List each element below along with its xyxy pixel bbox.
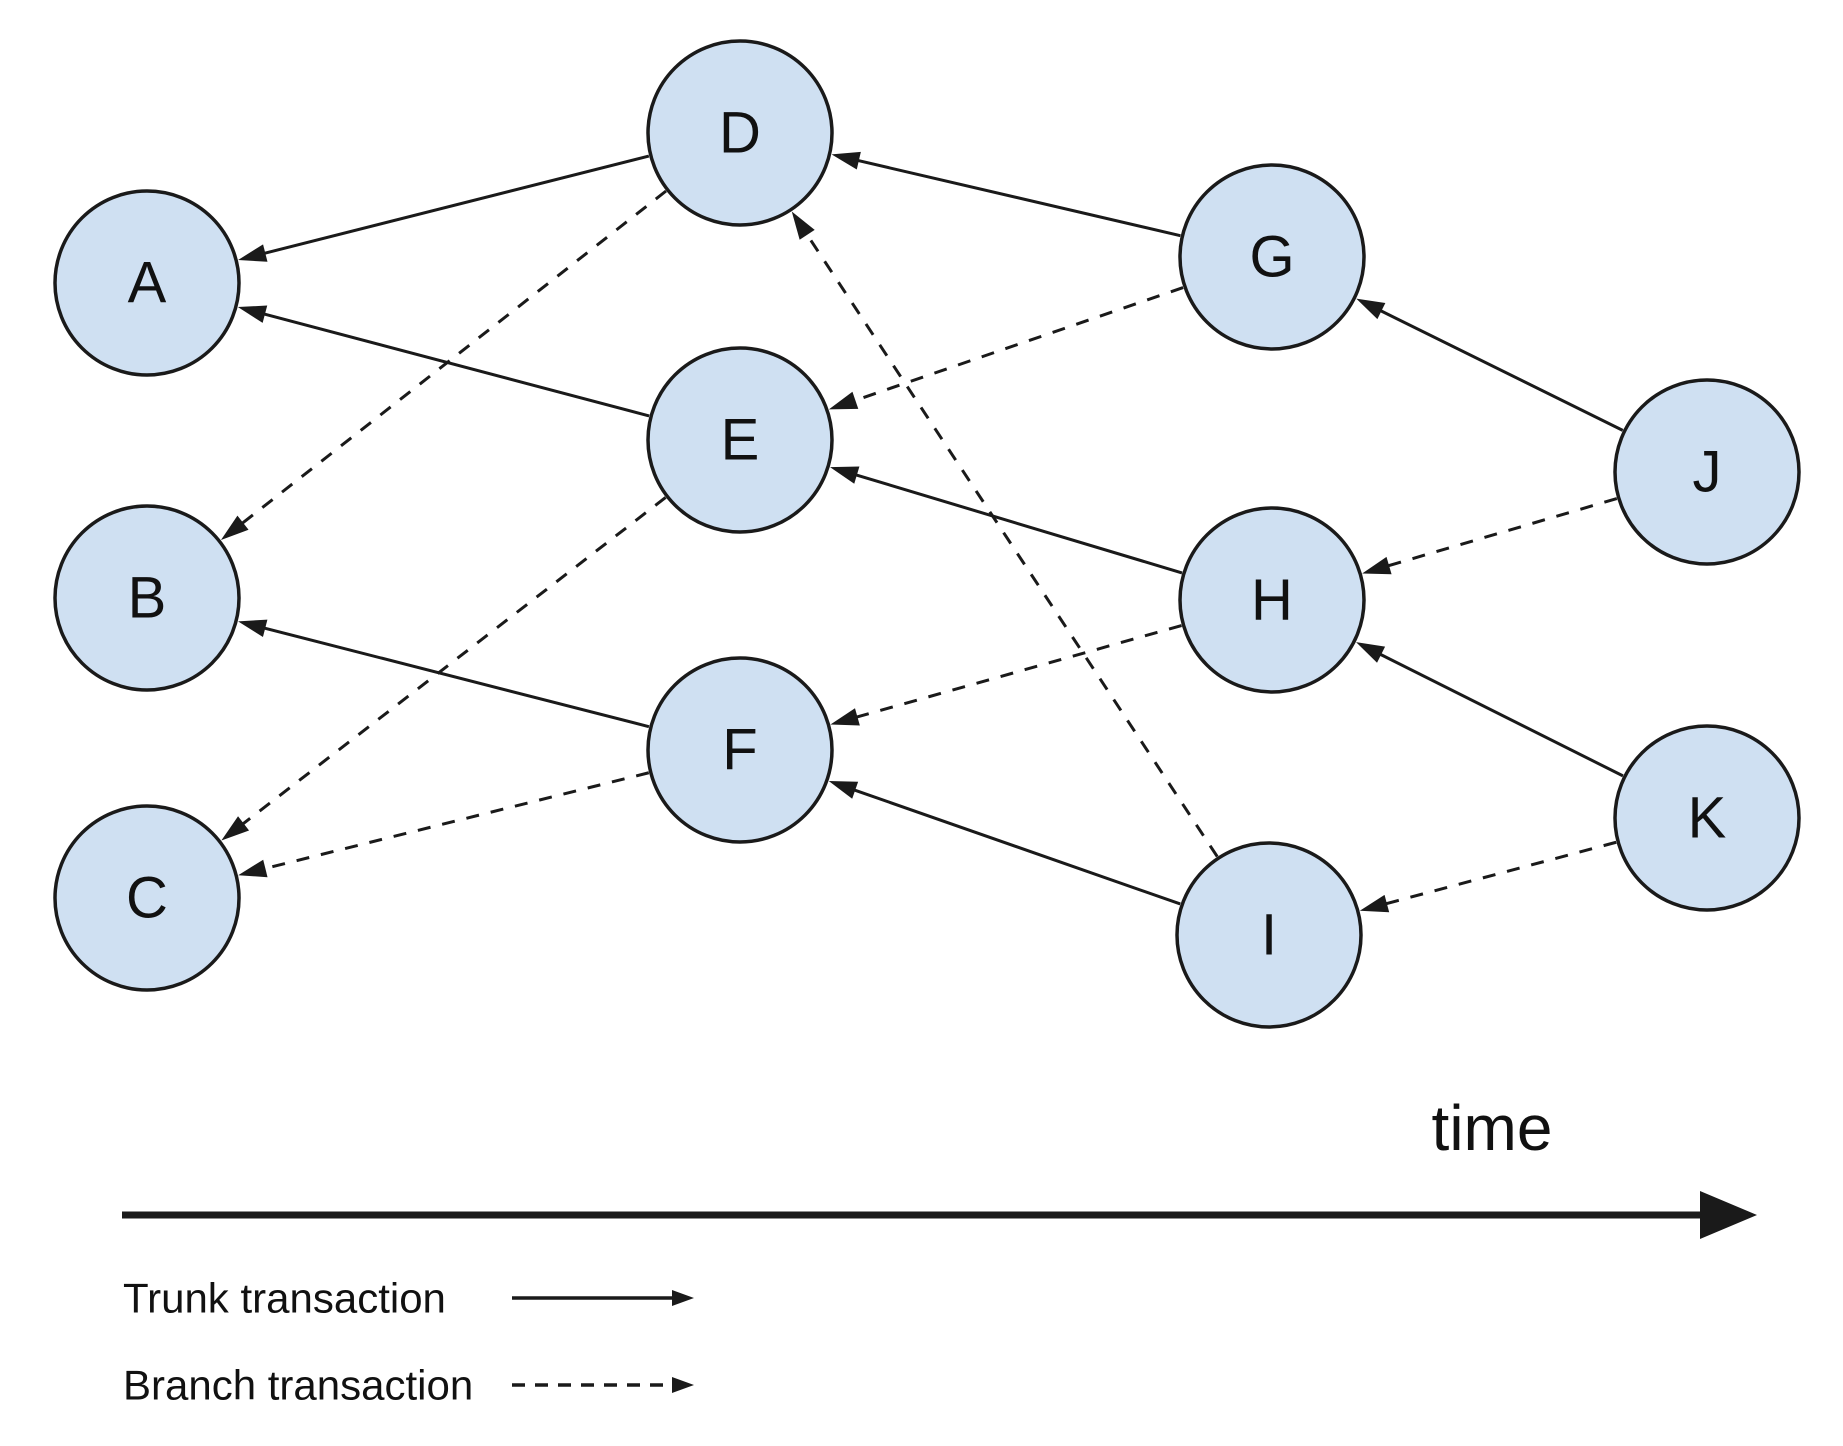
arrowhead-icon xyxy=(238,244,268,262)
edge-K-H-trunk xyxy=(1356,642,1624,778)
node-label: H xyxy=(1251,568,1293,633)
time-axis: time xyxy=(122,1092,1757,1239)
node-G: G xyxy=(1178,163,1366,351)
edge-K-I-branch xyxy=(1359,840,1617,913)
edge-G-E-branch xyxy=(828,286,1184,410)
node-circle xyxy=(53,189,241,377)
edge-H-E-trunk xyxy=(830,466,1183,575)
node-label: F xyxy=(722,718,757,783)
time-axis-arrowhead-icon xyxy=(1700,1191,1757,1239)
node-label: E xyxy=(721,408,760,473)
edge-I-F-trunk xyxy=(828,781,1181,906)
edge-J-H-branch xyxy=(1362,497,1618,575)
arrowhead-icon xyxy=(791,211,815,240)
arrowhead-icon xyxy=(1356,298,1386,320)
edge-J-G-trunk xyxy=(1356,298,1624,432)
node-circle xyxy=(1178,163,1366,351)
legend-arrowhead-icon xyxy=(672,1377,694,1393)
edge-F-C-branch xyxy=(238,771,650,878)
arrowhead-icon xyxy=(830,708,860,726)
edge-E-C-branch xyxy=(221,496,667,841)
edge-H-F-branch xyxy=(830,624,1182,726)
node-label: I xyxy=(1261,903,1277,968)
legend-row-solid: Trunk transaction xyxy=(123,1275,694,1322)
node-H: H xyxy=(1178,506,1366,694)
node-A: A xyxy=(53,189,241,377)
node-C: C xyxy=(53,804,241,992)
node-K: K xyxy=(1613,724,1801,912)
node-circle xyxy=(53,804,241,992)
node-circle xyxy=(1613,724,1801,912)
node-label: G xyxy=(1249,225,1294,290)
legend-row-dashed: Branch transaction xyxy=(123,1362,694,1409)
node-label: J xyxy=(1693,440,1722,505)
node-circle xyxy=(1613,378,1801,566)
node-label: C xyxy=(126,866,168,931)
node-B: B xyxy=(53,504,241,692)
node-F: F xyxy=(646,656,834,844)
arrowhead-icon xyxy=(828,781,859,799)
node-circle xyxy=(646,39,834,227)
arrowhead-icon xyxy=(831,151,861,170)
node-J: J xyxy=(1613,378,1801,566)
node-I: I xyxy=(1175,841,1363,1029)
edge-E-A-trunk xyxy=(237,305,650,418)
legend-arrowhead-icon xyxy=(672,1290,694,1306)
arrowhead-icon xyxy=(238,619,268,638)
edge-D-B-branch xyxy=(220,189,667,540)
node-circle xyxy=(1178,506,1366,694)
time-axis-label: time xyxy=(1432,1092,1553,1164)
legend-label: Branch transaction xyxy=(123,1362,473,1409)
node-circle xyxy=(1175,841,1363,1029)
node-circle xyxy=(646,656,834,844)
arrowhead-icon xyxy=(237,305,268,323)
arrowhead-icon xyxy=(1356,642,1386,663)
arrowhead-icon xyxy=(1359,894,1390,913)
arrowhead-icon xyxy=(221,816,250,841)
node-label: D xyxy=(719,101,761,166)
arrowhead-icon xyxy=(830,466,860,484)
node-E: E xyxy=(646,346,834,534)
node-label: A xyxy=(128,251,167,316)
arrowhead-icon xyxy=(828,391,859,410)
node-circle xyxy=(53,504,241,692)
edge-F-B-trunk xyxy=(238,619,650,729)
node-D: D xyxy=(646,39,834,227)
node-label: K xyxy=(1688,786,1727,851)
edge-I-D-branch xyxy=(791,211,1219,858)
legend-label: Trunk transaction xyxy=(123,1275,446,1322)
edge-D-A-trunk xyxy=(238,154,650,262)
node-circle xyxy=(646,346,834,534)
node-label: B xyxy=(128,566,167,631)
edge-G-D-trunk xyxy=(831,151,1181,238)
arrowhead-icon xyxy=(238,859,268,878)
arrowhead-icon xyxy=(220,515,249,540)
arrowhead-icon xyxy=(1362,556,1392,575)
